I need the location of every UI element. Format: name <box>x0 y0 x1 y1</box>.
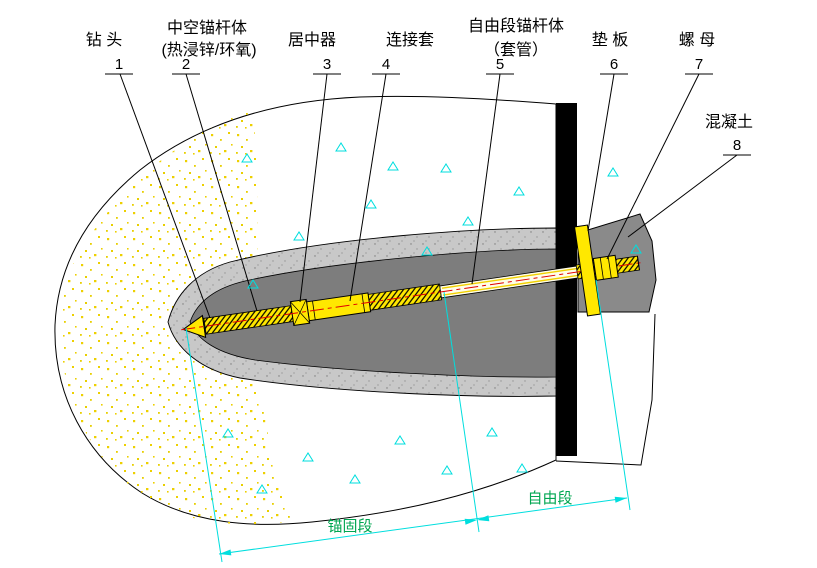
callout-8-number: 8 <box>733 137 741 154</box>
callout-2-leader <box>185 73 258 312</box>
callout-2-label: 中空锚杆体 <box>167 19 247 37</box>
triangle-icon <box>256 484 268 494</box>
callout-4-leader <box>349 73 387 302</box>
extension-line-anchorage-end <box>443 291 480 533</box>
callout-5-leader <box>471 73 501 285</box>
callout-3: 居中器 3 <box>288 31 341 303</box>
anchor-nut <box>592 254 619 281</box>
triangle-icon <box>394 435 406 445</box>
triangle-icon <box>241 153 253 163</box>
triangle-icon <box>349 474 361 484</box>
callout-3-number: 3 <box>323 56 331 73</box>
anchor-assembly <box>181 224 643 339</box>
dim-arrow-left <box>219 549 232 556</box>
callout-6-leader <box>587 73 615 232</box>
callout-6: 垫 板 6 <box>587 31 628 232</box>
callout-5-label2: （套管） <box>484 41 548 59</box>
callout-2-number: 2 <box>182 56 190 73</box>
callout-7-number: 7 <box>695 56 703 73</box>
callout-1-number: 1 <box>115 56 123 73</box>
extension-line-anchor-tip <box>185 327 223 563</box>
callout-5: 自由段锚杆体 （套管） 5 <box>468 17 564 285</box>
rod-end-face <box>636 256 640 271</box>
nut-facet-2 <box>607 256 612 279</box>
triangle-icon <box>516 463 528 473</box>
callout-2: 中空锚杆体 (热浸锌/环氧) 2 <box>161 19 258 312</box>
triangle-icon <box>302 452 314 462</box>
callout-5-label: 自由段锚杆体 <box>468 17 564 35</box>
callout-4-label: 连接套 <box>386 31 434 49</box>
callout-3-label: 居中器 <box>288 31 336 49</box>
callout-1: 钻 头 1 <box>86 31 211 319</box>
callout-7-leader <box>606 73 700 260</box>
triangle-icon <box>486 427 498 437</box>
triangle-icon <box>335 142 347 152</box>
drill-bit-face <box>201 315 207 338</box>
triangle-icon <box>293 231 305 241</box>
triangle-icon <box>513 186 525 196</box>
dim-arrow-right <box>614 496 627 503</box>
callout-8: 混凝土 8 <box>627 113 753 238</box>
triangle-icon <box>247 279 259 289</box>
anchorage-length-label: 锚固段 <box>327 518 372 535</box>
callout-7-label: 螺 母 <box>679 31 715 49</box>
callout-4-number: 4 <box>382 56 390 73</box>
callout-4: 连接套 4 <box>349 31 434 302</box>
callout-6-number: 6 <box>610 56 618 73</box>
triangle-icon <box>440 163 452 173</box>
triangle-icon <box>365 199 377 209</box>
callout-2-label2: (热浸锌/环氧) <box>161 41 256 59</box>
callout-1-leader <box>119 73 211 319</box>
bearing-plate <box>573 224 601 317</box>
triangle-icon <box>421 246 433 256</box>
dim-arrow-mid-left <box>464 518 477 525</box>
nut-facet-1 <box>599 257 604 280</box>
triangle-icon <box>441 465 453 475</box>
callout-8-leader <box>627 154 738 238</box>
callout-3-leader <box>299 73 328 303</box>
triangle-icon <box>222 428 234 438</box>
dim-arrow-mid-right <box>477 515 490 522</box>
casing-edge-bottom <box>442 274 580 296</box>
centralizer-cross-2 <box>293 299 307 326</box>
callout-6-label: 垫 板 <box>592 31 628 49</box>
ground-boundary-right <box>555 313 656 466</box>
callout-8-label: 混凝土 <box>705 113 753 131</box>
triangle-icon <box>630 244 642 254</box>
callout-7: 螺 母 7 <box>606 31 715 260</box>
triangle-icon <box>607 167 619 177</box>
free-length-label: 自由段 <box>527 490 572 507</box>
callout-5-number: 5 <box>496 56 504 73</box>
concrete-triangle-marks <box>222 142 642 494</box>
triangle-icon <box>462 216 474 226</box>
dimension-line <box>218 497 628 555</box>
casing-edge-top <box>441 267 579 289</box>
triangle-icon <box>387 161 399 171</box>
dimension-group: 锚固段 自由段 <box>185 279 631 563</box>
extension-line-free-end <box>595 279 631 511</box>
callout-1-label: 钻 头 <box>86 31 122 49</box>
